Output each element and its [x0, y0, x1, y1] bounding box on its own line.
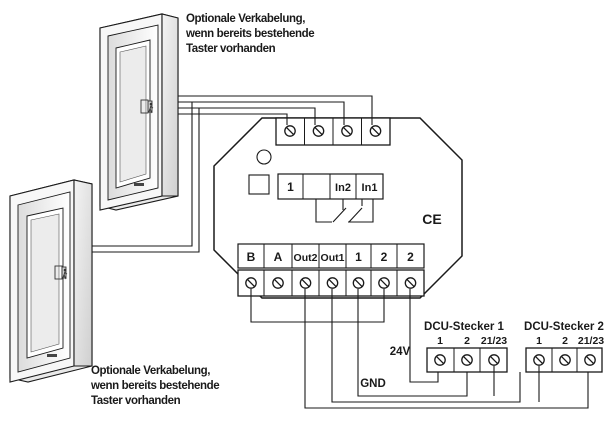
dcu1-pin-label: 21/23: [481, 335, 507, 347]
dcu1-pin-label: 2: [464, 335, 470, 347]
note-line: wenn bereits bestehende: [91, 380, 220, 392]
terminal-label-1: 1: [287, 180, 294, 194]
dcu-connector-2: DCU-Stecker 2 1 2 21/23: [524, 321, 604, 373]
terminal-label-in2: In2: [335, 182, 351, 194]
terminal-label-out2: Out2: [294, 252, 318, 264]
dcu2-pin-label: 21/23: [578, 335, 604, 347]
note-line: wenn bereits bestehende: [186, 28, 315, 40]
terminal-label-2a: 2: [381, 250, 388, 264]
note-line: Optionale Verkabelung,: [186, 13, 306, 25]
dcu2-pin-label: 1: [536, 335, 542, 347]
button-slot: [248, 174, 270, 195]
voltage-label: 24V: [390, 346, 411, 358]
terminal-label-in1: In1: [362, 182, 378, 194]
dcu1-pin-label: 1: [437, 335, 443, 347]
terminal-label-1b: 1: [355, 250, 362, 264]
note-line: Taster vorhanden: [91, 395, 181, 407]
note-optional-wiring-bottom: Optionale Verkabelung, wenn bereits best…: [91, 364, 220, 409]
note-optional-wiring-top: Optionale Verkabelung, wenn bereits best…: [186, 12, 315, 57]
note-line: Taster vorhanden: [186, 43, 276, 55]
internal-switch-symbol: [315, 199, 374, 223]
control-module: 1 In2 In1 CE B A Out2 Out1 1 2 2: [213, 117, 463, 299]
dcu-connector-1: DCU-Stecker 1 1 2 21/23: [424, 321, 508, 373]
note-line: Optionale Verkabelung,: [91, 365, 211, 377]
dcu2-pin-label: 2: [562, 335, 568, 347]
terminal-label-b: B: [247, 250, 256, 264]
ce-mark: CE: [422, 211, 441, 227]
terminal-label-a: A: [274, 250, 283, 264]
dcu-connector-2-title: DCU-Stecker 2: [524, 321, 604, 333]
wiring: [92, 95, 589, 409]
dcu-connector-1-title: DCU-Stecker 1: [424, 321, 504, 333]
terminal-label-out1: Out1: [321, 252, 345, 264]
terminal-label-2b: 2: [407, 250, 414, 264]
status-led: [256, 149, 272, 165]
wall-switch-top: [99, 13, 179, 211]
ground-label: GND: [360, 378, 386, 390]
wall-switch-bottom: [9, 179, 93, 383]
